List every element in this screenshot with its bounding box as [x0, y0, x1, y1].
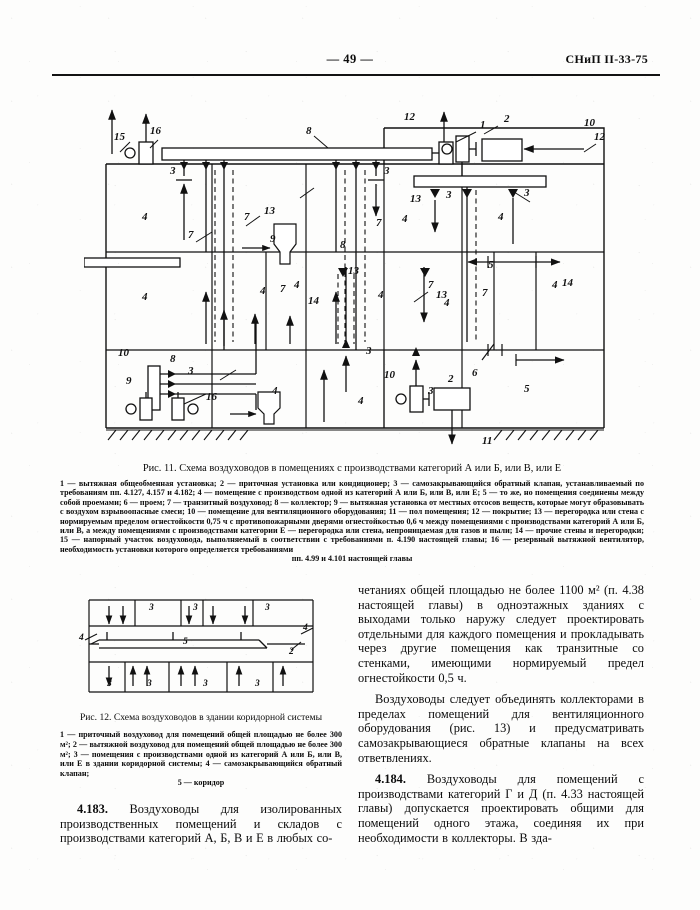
figure-11-diagram: 15 16 8 1 12 12 2 10 3 3 3 3 13 13 13 13… [84, 92, 624, 450]
callout-2: 2 [503, 113, 510, 125]
running-head: — 49 — СНиП II-33-75 [52, 52, 648, 72]
callout-7e: 7 [428, 279, 434, 291]
callout-13b: 13 [410, 193, 422, 205]
callout-10: 10 [584, 117, 596, 129]
fig12-callout-4b: 4 [302, 623, 308, 633]
fig12-callout-3g: 3 [254, 679, 260, 689]
callout-3g: 3 [427, 385, 434, 397]
callout-13a: 13 [264, 205, 276, 217]
callout-5b: 5 [524, 383, 530, 395]
paragraph-4-183: 4.183. Воздуховоды для изолированных про… [60, 802, 342, 846]
fig12-callout-3b: 3 [192, 603, 198, 613]
callout-10c: 10 [384, 369, 396, 381]
callout-2b: 2 [447, 373, 454, 385]
figure-12-legend-text: 1 — приточный воздуховод для помещений о… [60, 730, 342, 778]
header-rule [52, 74, 660, 76]
callout-3e: 3 [187, 365, 194, 377]
paragraph-4-184-number: 4.184. [375, 772, 406, 787]
callout-3d: 3 [523, 187, 530, 199]
figure-12-diagram: 3 3 3 3 3 3 3 5 4 4 2 [77, 596, 325, 704]
callout-3b: 3 [383, 165, 390, 177]
standard-code: СНиП II-33-75 [565, 52, 648, 66]
callout-4d: 4 [141, 291, 148, 303]
callout-13c: 13 [348, 265, 360, 277]
callout-8: 8 [306, 125, 312, 137]
figure-11-legend: 1 — вытяжная общеобменная установка; 2 —… [60, 479, 644, 564]
callout-5a: 5 [488, 259, 494, 271]
callout-3c: 3 [445, 189, 452, 201]
callout-4j: 4 [357, 395, 364, 407]
callout-13d: 13 [436, 289, 448, 301]
callout-16: 16 [150, 125, 162, 137]
callout-4b: 4 [401, 213, 408, 225]
figure-11-legend-lastline: пп. 4.99 и 4.101 настоящей главы [291, 554, 413, 564]
callout-4k: 4 [551, 279, 558, 291]
callout-3a: 3 [169, 165, 176, 177]
callout-9b: 9 [126, 375, 132, 387]
figure-11-caption: Рис. 11. Схема воздуховодов в помещениях… [142, 463, 562, 474]
fig12-callout-5: 5 [183, 637, 188, 647]
callout-15: 15 [114, 131, 126, 143]
callout-8b: 8 [170, 353, 176, 365]
callout-11: 11 [482, 435, 492, 447]
figure-12-legend: 1 — приточный воздуховод для помещений о… [60, 730, 342, 788]
paragraph-collectors: Воздуховоды следует объединять коллектор… [358, 692, 644, 765]
paragraph-4-183-number: 4.183. [77, 801, 108, 816]
callout-4i: 4 [271, 385, 278, 397]
callout-8c: 8 [340, 239, 346, 251]
fig12-callout-2: 2 [288, 647, 294, 657]
left-column: 3 3 3 3 3 3 3 5 4 4 2 Рис. 12. Схема воз… [60, 596, 342, 848]
callout-7b: 7 [244, 211, 250, 223]
figure-11-legend-text: 1 — вытяжная общеобменная установка; 2 —… [60, 479, 644, 554]
callout-1: 1 [480, 119, 486, 131]
right-column: четаниях общей площадью не более 1100 м²… [358, 583, 644, 847]
paragraph-4-183-text: Воздуховоды для изолированных производст… [60, 801, 342, 846]
fig12-callout-3f: 3 [202, 679, 208, 689]
callout-7a: 7 [188, 229, 194, 241]
callout-4g: 4 [377, 289, 384, 301]
paragraph-4-184: 4.184. Воздуховоды для помещений с произ… [358, 772, 644, 845]
callout-4e: 4 [259, 285, 266, 297]
callout-6: 6 [472, 367, 478, 379]
paragraph-4-184-text: Воздуховоды для помещений с производства… [358, 772, 644, 845]
callout-9a: 9 [270, 233, 276, 245]
callout-7d: 7 [376, 217, 382, 229]
fig12-callout-3d: 3 [106, 679, 112, 689]
callout-16b: 16 [206, 391, 218, 403]
callout-4h: 4 [443, 297, 450, 309]
callout-4a: 4 [141, 211, 148, 223]
figure-12-caption: Рис. 12. Схема воздуховодов в здании кор… [79, 712, 323, 723]
fig12-callout-3e: 3 [146, 679, 152, 689]
page-number: — 49 — [326, 52, 374, 66]
callout-12: 12 [594, 131, 606, 143]
fig12-callout-3c: 3 [264, 603, 270, 613]
fig12-callout-3a: 3 [148, 603, 154, 613]
callout-14b: 14 [562, 277, 574, 289]
figure-12-legend-lastline: 5 — коридор [177, 778, 225, 788]
callout-7f: 7 [482, 287, 488, 299]
fig12-callout-4a: 4 [78, 633, 84, 643]
callout-4c: 4 [497, 211, 504, 223]
callout-12b: 12 [404, 111, 416, 123]
paragraph-continuation: четаниях общей площадью не более 1100 м²… [358, 583, 644, 685]
callout-10b: 10 [118, 347, 130, 359]
callout-14a: 14 [308, 295, 320, 307]
callout-3f: 3 [365, 345, 372, 357]
callout-4f: 4 [293, 279, 300, 291]
callout-7c: 7 [280, 283, 286, 295]
